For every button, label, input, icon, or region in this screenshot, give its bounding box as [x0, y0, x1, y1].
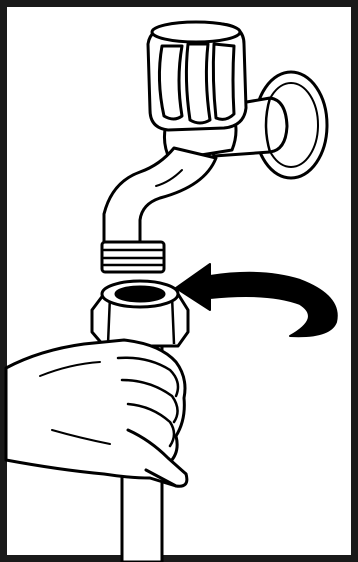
tap-handle-rib — [186, 44, 210, 123]
coupling-opening — [116, 287, 164, 301]
tap-handle-cap — [152, 22, 240, 42]
tap-handle-rib — [159, 46, 182, 119]
tap-handle-rib — [213, 44, 234, 119]
hand-icon — [6, 340, 187, 486]
